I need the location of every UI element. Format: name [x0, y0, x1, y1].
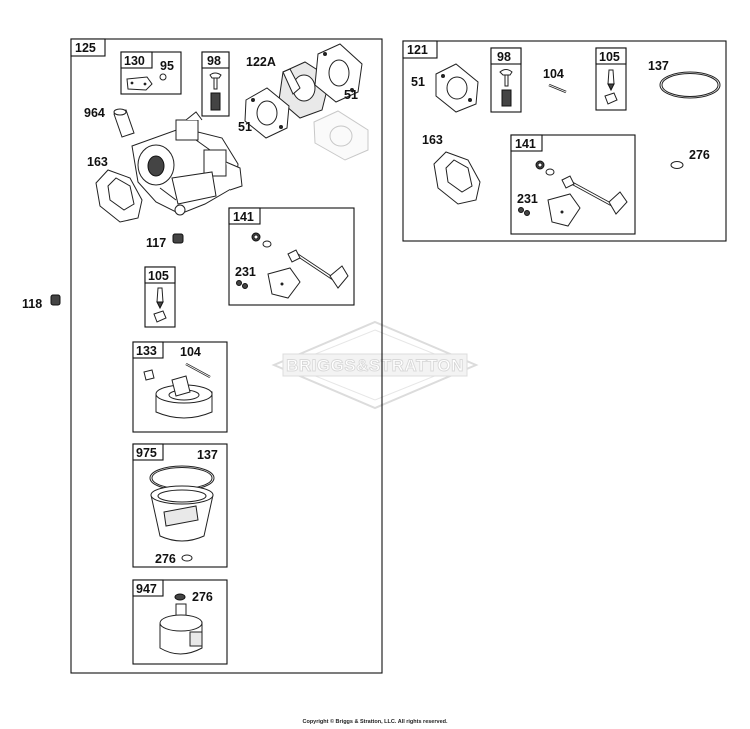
- group-105-right[interactable]: 105: [595, 47, 627, 111]
- part-118-label: 118: [22, 297, 42, 311]
- part-104-kit-label: 104: [543, 67, 564, 81]
- part-276-kit-label: 276: [689, 148, 710, 162]
- group-975[interactable]: 975 137 276: [132, 443, 228, 568]
- part-276-bowl-label: 276: [155, 552, 176, 566]
- group-141-right-label: 141: [515, 137, 536, 151]
- o-ring-276-bowl: [181, 554, 193, 562]
- part-51-kit-label: 51: [411, 75, 425, 89]
- group-130[interactable]: 130 95: [120, 51, 182, 95]
- plug-117: [172, 233, 184, 244]
- gasket-163-kit: [433, 151, 481, 205]
- group-105-right-label: 105: [599, 50, 620, 64]
- part-163-left-label: 163: [87, 155, 108, 169]
- watermark-text: BRIGGS&STRATTON: [286, 356, 464, 375]
- part-137-kit-label: 137: [648, 59, 669, 73]
- carburetor-body: [131, 111, 243, 216]
- part-51-upper-label: 51: [344, 88, 358, 102]
- plug-118: [50, 294, 61, 306]
- part-51-lower-label: 51: [238, 120, 252, 134]
- heat-shield-ghost: [313, 110, 369, 161]
- group-105-left[interactable]: 105: [144, 266, 176, 328]
- part-231-left-label: 231: [235, 265, 256, 279]
- part-95-label: 95: [160, 59, 174, 73]
- gasket-163-left: [95, 169, 143, 223]
- part-122a-label: 122A: [246, 55, 276, 69]
- group-125-label: 125: [75, 41, 96, 55]
- ring-137-kit: [659, 71, 721, 99]
- part-964-label: 964: [84, 106, 105, 120]
- throttle-shaft-left: [236, 232, 349, 299]
- group-133[interactable]: 133 104: [132, 341, 228, 433]
- group-98-left[interactable]: 98: [201, 51, 230, 117]
- group-125[interactable]: 125: [70, 38, 383, 674]
- group-975-label: 975: [136, 446, 157, 460]
- group-121[interactable]: 121: [402, 40, 727, 242]
- gasket-51-lower: [244, 87, 290, 139]
- group-947[interactable]: 947 276: [132, 579, 228, 665]
- group-133-label: 133: [136, 344, 157, 358]
- part-276-solenoid-label: 276: [192, 590, 213, 604]
- needle-valve-right: [604, 69, 618, 105]
- part-104-left-label: 104: [180, 345, 201, 359]
- o-ring-276-kit: [670, 161, 684, 169]
- group-141-left-label: 141: [233, 210, 254, 224]
- part-117-label: 117: [146, 236, 166, 250]
- throttle-shaft-right: [518, 160, 628, 227]
- group-121-label: 121: [407, 43, 428, 57]
- group-130-label: 130: [124, 54, 145, 68]
- watermark-logo: BRIGGS&STRATTON: [271, 320, 479, 410]
- group-98-right-label: 98: [497, 50, 511, 64]
- screw-spring-kit: [499, 69, 513, 107]
- fuel-solenoid-part: [159, 593, 203, 655]
- part-137-left-label: 137: [197, 448, 218, 462]
- gasket-51-upper: [314, 43, 363, 103]
- group-98-left-label: 98: [207, 54, 221, 68]
- part-163-kit-label: 163: [422, 133, 443, 147]
- group-141-right[interactable]: 141 231: [510, 134, 636, 235]
- gasket-51-kit: [435, 63, 479, 113]
- screw-spring-part: [209, 72, 222, 111]
- sleeve-part: [113, 108, 135, 138]
- plate-part: [126, 76, 153, 91]
- group-141-left[interactable]: 141 231: [228, 207, 355, 306]
- part-231-kit-label: 231: [517, 192, 538, 206]
- float-part: [143, 362, 213, 419]
- pin-104-kit: [548, 83, 567, 94]
- screw-part: [159, 73, 167, 81]
- float-bowl-part: [149, 465, 215, 542]
- needle-valve-left: [153, 287, 167, 323]
- group-947-label: 947: [136, 582, 157, 596]
- group-105-left-label: 105: [148, 269, 169, 283]
- group-98-right[interactable]: 98: [490, 47, 522, 113]
- copyright-notice: Copyright © Briggs & Stratton, LLC. All …: [302, 719, 448, 725]
